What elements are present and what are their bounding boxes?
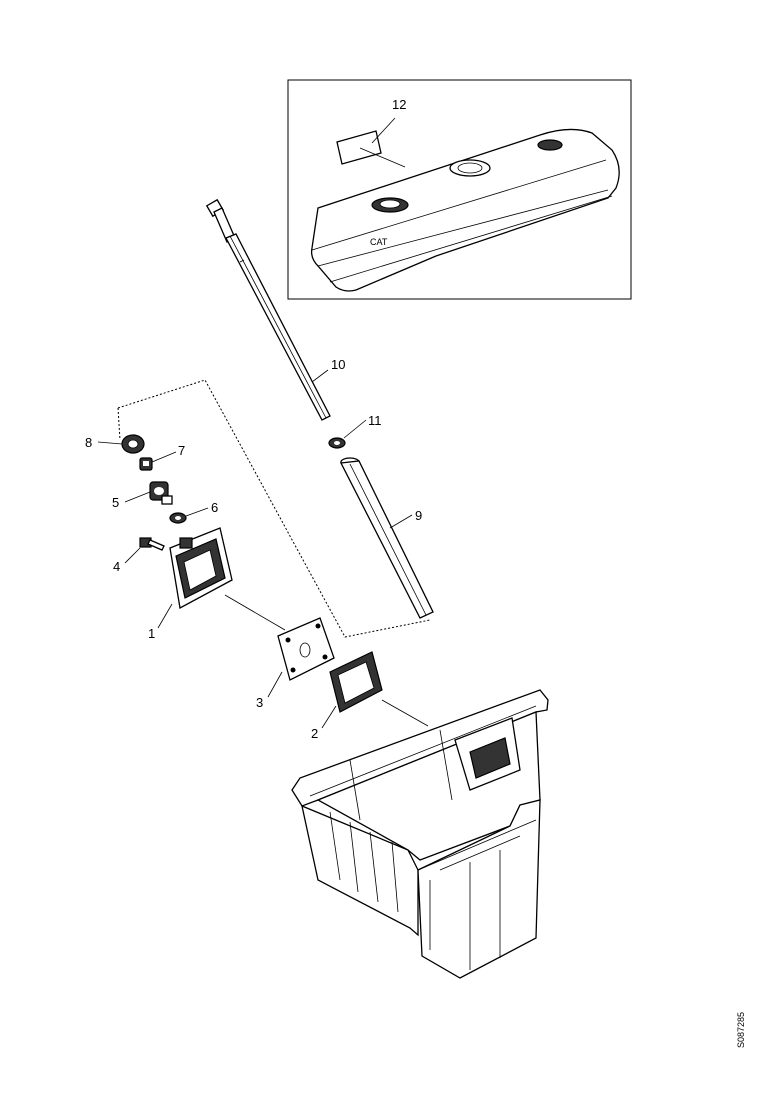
label-plate	[336, 130, 382, 165]
assembly-outline	[117, 379, 431, 638]
oil-pan	[291, 689, 549, 979]
plug-7	[139, 457, 153, 471]
rocker-cover	[310, 128, 620, 292]
plate-3	[277, 617, 335, 681]
dipstick	[205, 198, 331, 421]
dipstick-tube	[339, 457, 434, 619]
callout-8: 8	[85, 435, 92, 450]
inset-rocker-cover: CAT	[287, 79, 632, 300]
svg-text:CAT: CAT	[370, 237, 388, 247]
callout-10: 10	[331, 357, 345, 372]
leader-lines	[97, 369, 413, 729]
adapter-5	[149, 481, 173, 505]
cover-plate	[169, 527, 286, 631]
callout-4: 4	[113, 559, 120, 574]
callout-9: 9	[415, 508, 422, 523]
callout-12: 12	[392, 97, 406, 112]
callout-11: 11	[368, 413, 382, 428]
gasket-2	[329, 651, 429, 727]
cap-8	[121, 434, 145, 454]
reference-number: S087285	[736, 1012, 746, 1048]
breather-cap	[537, 139, 563, 151]
callout-2: 2	[311, 726, 318, 741]
callout-3: 3	[256, 695, 263, 710]
callout-1: 1	[148, 626, 155, 641]
inset-frame	[287, 79, 632, 300]
callout-7: 7	[178, 443, 185, 458]
callout-5: 5	[112, 495, 119, 510]
cover-opening	[449, 159, 491, 177]
callout-6: 6	[211, 500, 218, 515]
seal-ring	[328, 437, 346, 449]
seal-6	[169, 512, 187, 524]
bolt-4	[139, 537, 165, 551]
